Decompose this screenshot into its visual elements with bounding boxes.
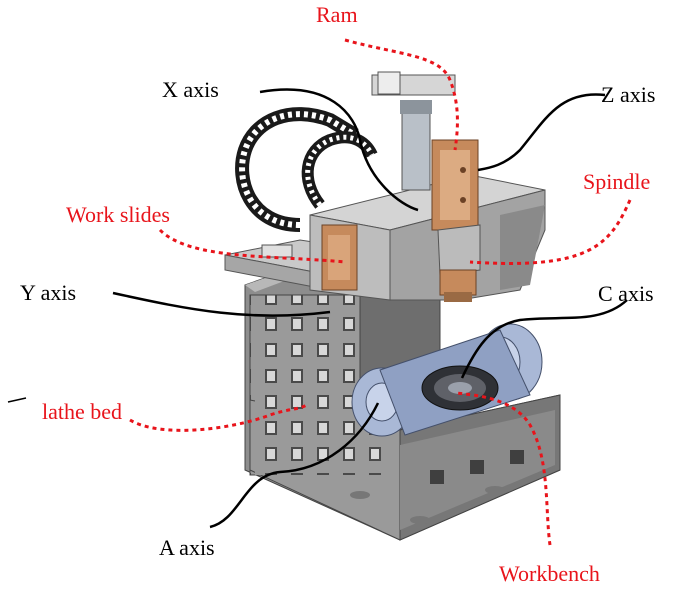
spindle-leader <box>469 199 632 265</box>
rotary-table <box>351 323 543 437</box>
ram-label: Ram <box>316 2 358 27</box>
workbench-leader <box>454 391 552 546</box>
black-leaders <box>7 88 628 529</box>
stray-mark <box>7 397 27 403</box>
y-axis-leader <box>112 291 331 317</box>
lathe-bed-leader <box>129 402 309 432</box>
cable-chain <box>235 107 378 232</box>
spindle-label: Spindle <box>583 169 651 194</box>
lathe-bed-label: lathe bed <box>42 399 123 424</box>
ram <box>371 71 479 231</box>
x-axis-label: X axis <box>162 77 219 102</box>
x-axis-leader <box>259 88 419 212</box>
workbench-label: Workbench <box>499 561 600 586</box>
work-slides <box>321 224 358 291</box>
base <box>249 394 561 541</box>
work-slides-leader <box>158 228 346 264</box>
a-axis-label: A axis <box>159 535 215 560</box>
red-leaders <box>129 38 632 546</box>
y-axis-label: Y axis <box>20 280 77 305</box>
a-axis-leader <box>209 402 380 529</box>
c-axis-leader <box>460 299 628 379</box>
c-axis-label: C axis <box>598 281 654 306</box>
ram-leader <box>344 38 459 151</box>
spindle <box>437 224 481 302</box>
work-slides-label: Work slides <box>66 202 170 227</box>
z-axis-label: Z axis <box>601 82 656 107</box>
z-axis-leader <box>477 93 606 172</box>
